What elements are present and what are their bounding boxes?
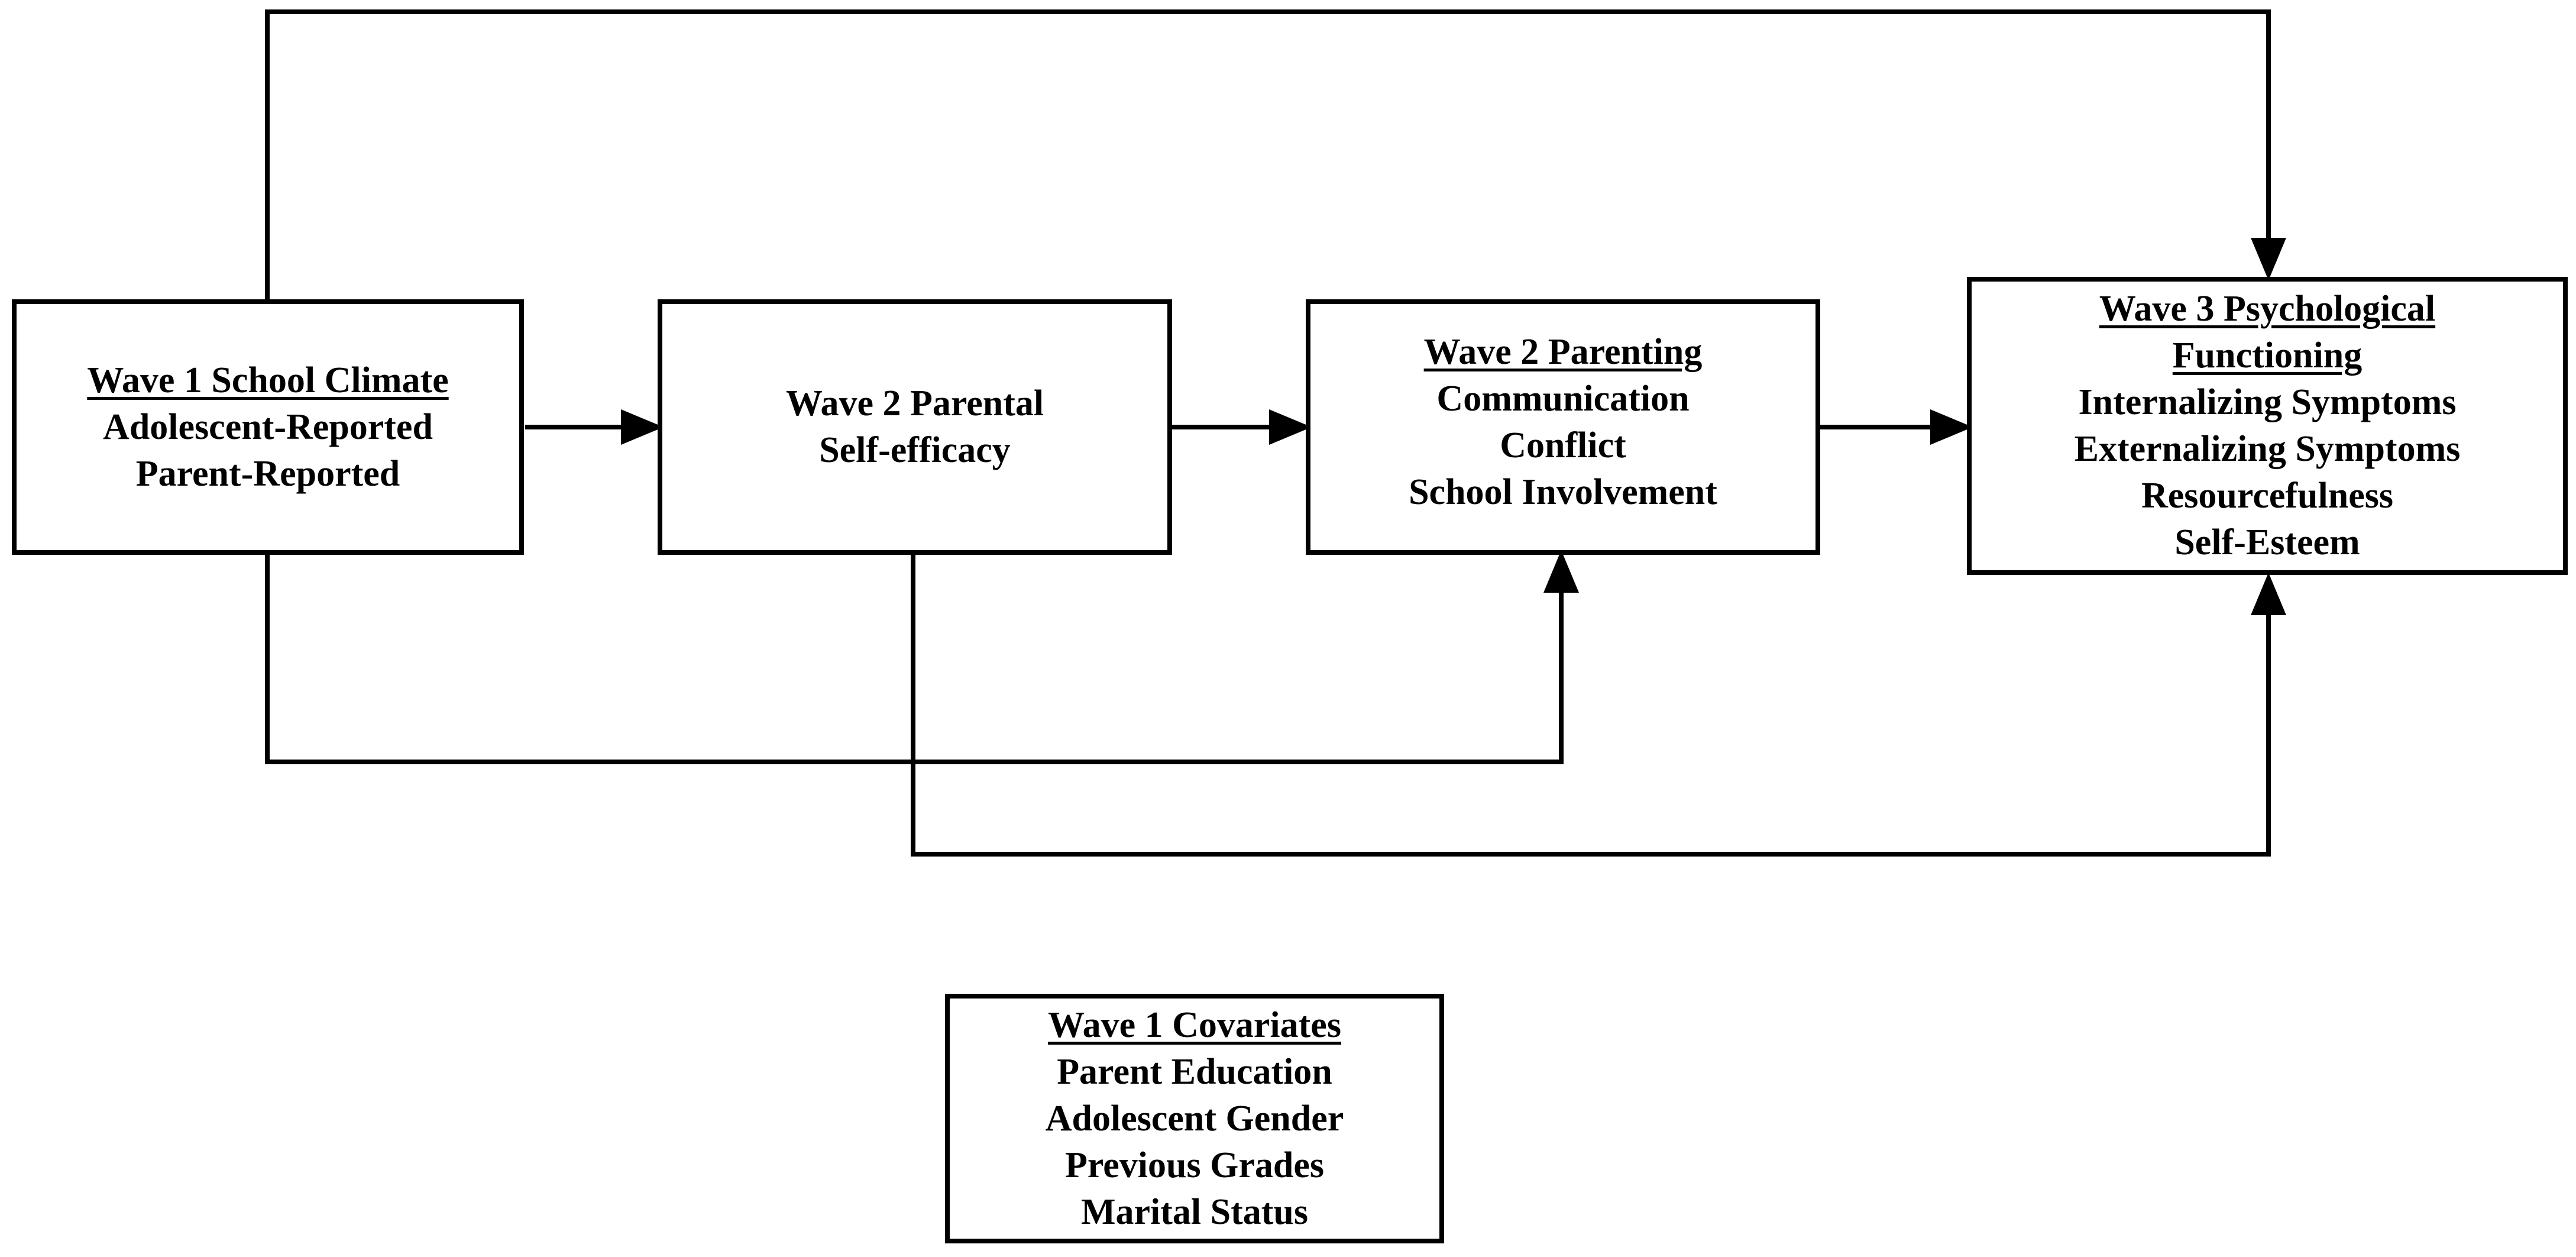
school-climate-box: Wave 1 School Climate Adolescent-Reporte… xyxy=(12,299,524,555)
arrowhead-parenting-from-self-efficacy xyxy=(1269,409,1312,445)
school-climate-line: Adolescent-Reported xyxy=(103,406,433,447)
psych-functioning-line: Resourcefulness xyxy=(2141,476,2393,516)
parenting-line: Communication xyxy=(1436,379,1690,419)
parenting-box: Wave 2 Parenting Communication Conflict … xyxy=(1306,299,1820,555)
covariates-line: Adolescent Gender xyxy=(1045,1098,1344,1139)
psych-functioning-line: Externalizing Symptoms xyxy=(2074,429,2461,469)
arrowhead-self-efficacy xyxy=(621,409,664,445)
psych-functioning-line: Self-Esteem xyxy=(2174,522,2360,563)
covariates-line: Previous Grades xyxy=(1065,1145,1324,1185)
school-climate-line: Parent-Reported xyxy=(135,453,400,494)
arrowhead-psych-functioning-from-parenting xyxy=(1930,409,1973,445)
parenting-heading: Wave 2 Parenting xyxy=(1423,332,1703,372)
psych-functioning-heading: Wave 3 Psychological xyxy=(2099,289,2436,329)
covariates-box: Wave 1 Covariates Parent Education Adole… xyxy=(945,994,1444,1243)
path-school-climate-to-psych-functioning xyxy=(265,9,2271,300)
school-climate-heading: Wave 1 School Climate xyxy=(87,360,449,400)
parenting-line: School Involvement xyxy=(1409,472,1717,512)
arrowhead-psych-functioning-from-self-efficacy xyxy=(2251,573,2286,615)
covariates-line: Marital Status xyxy=(1080,1191,1309,1232)
path-self-efficacy-to-psych-functioning xyxy=(911,554,2271,857)
parental-self-efficacy-box: Wave 2 Parental Self-efficacy xyxy=(658,299,1172,555)
parenting-line: Conflict xyxy=(1500,425,1626,466)
self-efficacy-line: Wave 2 Parental xyxy=(785,383,1044,424)
arrowhead-psych-functioning-from-school-climate xyxy=(2251,238,2286,280)
psych-functioning-line: Internalizing Symptoms xyxy=(2078,382,2457,422)
self-efficacy-line: Self-efficacy xyxy=(819,430,1011,470)
psych-functioning-heading: Functioning xyxy=(2172,335,2363,376)
arrowhead-parenting-from-school-climate xyxy=(1543,550,1579,593)
covariates-line: Parent Education xyxy=(1057,1051,1332,1092)
covariates-heading: Wave 1 Covariates xyxy=(1048,1004,1341,1045)
psych-functioning-box: Wave 3 Psychological Functioning Interna… xyxy=(1967,277,2568,575)
